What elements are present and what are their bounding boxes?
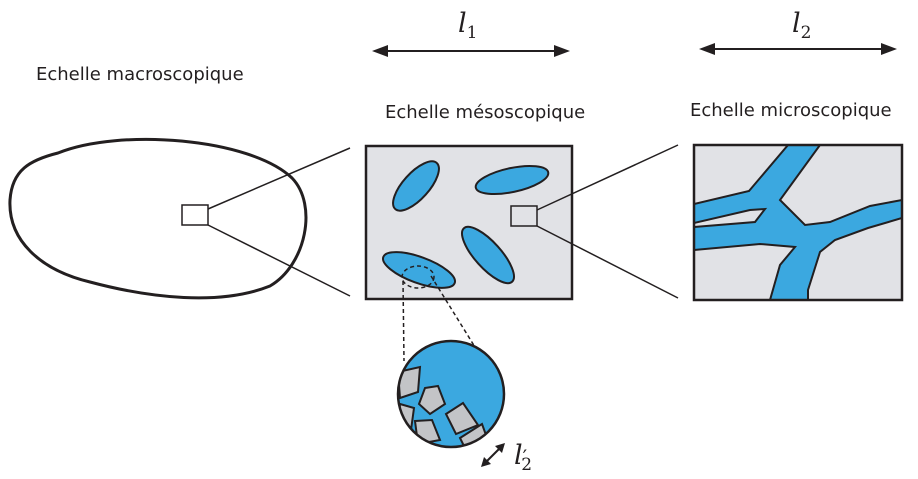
zoom-dashed-circle <box>401 265 435 289</box>
zoom-line-bottom-1 <box>207 224 351 297</box>
zoom-circle <box>396 339 506 449</box>
dashed-line-left <box>402 280 405 362</box>
macro-rve-box <box>181 204 209 226</box>
l2-prime-label: l′2 <box>514 440 533 475</box>
zoom-line-bottom-2 <box>536 225 679 299</box>
l2-prime-arrow <box>481 443 505 467</box>
grain-2 <box>417 384 447 416</box>
l2-label: l2 <box>792 8 812 43</box>
macroscopic-body <box>8 137 308 300</box>
micro-channels <box>694 145 902 300</box>
grain-1 <box>398 365 422 400</box>
inclusion-1 <box>392 160 440 212</box>
micro-scale-label: Echelle microscopique <box>690 100 892 121</box>
l1-arrow <box>372 45 570 57</box>
macro-scale-label: Echelle macroscopique <box>36 64 244 85</box>
grain-5 <box>444 401 480 436</box>
l1-label: l1 <box>458 8 478 43</box>
meso-rve-box <box>510 205 538 227</box>
l2-arrow <box>699 43 897 55</box>
meso-scale-label: Echelle mésoscopique <box>385 102 586 123</box>
zoom-line-top-1 <box>207 147 351 210</box>
zoom-line-top-2 <box>536 144 679 211</box>
dashed-line-right <box>430 275 484 361</box>
inclusion-4 <box>382 251 456 289</box>
inclusion-2 <box>474 164 550 196</box>
inclusion-3 <box>461 225 515 285</box>
